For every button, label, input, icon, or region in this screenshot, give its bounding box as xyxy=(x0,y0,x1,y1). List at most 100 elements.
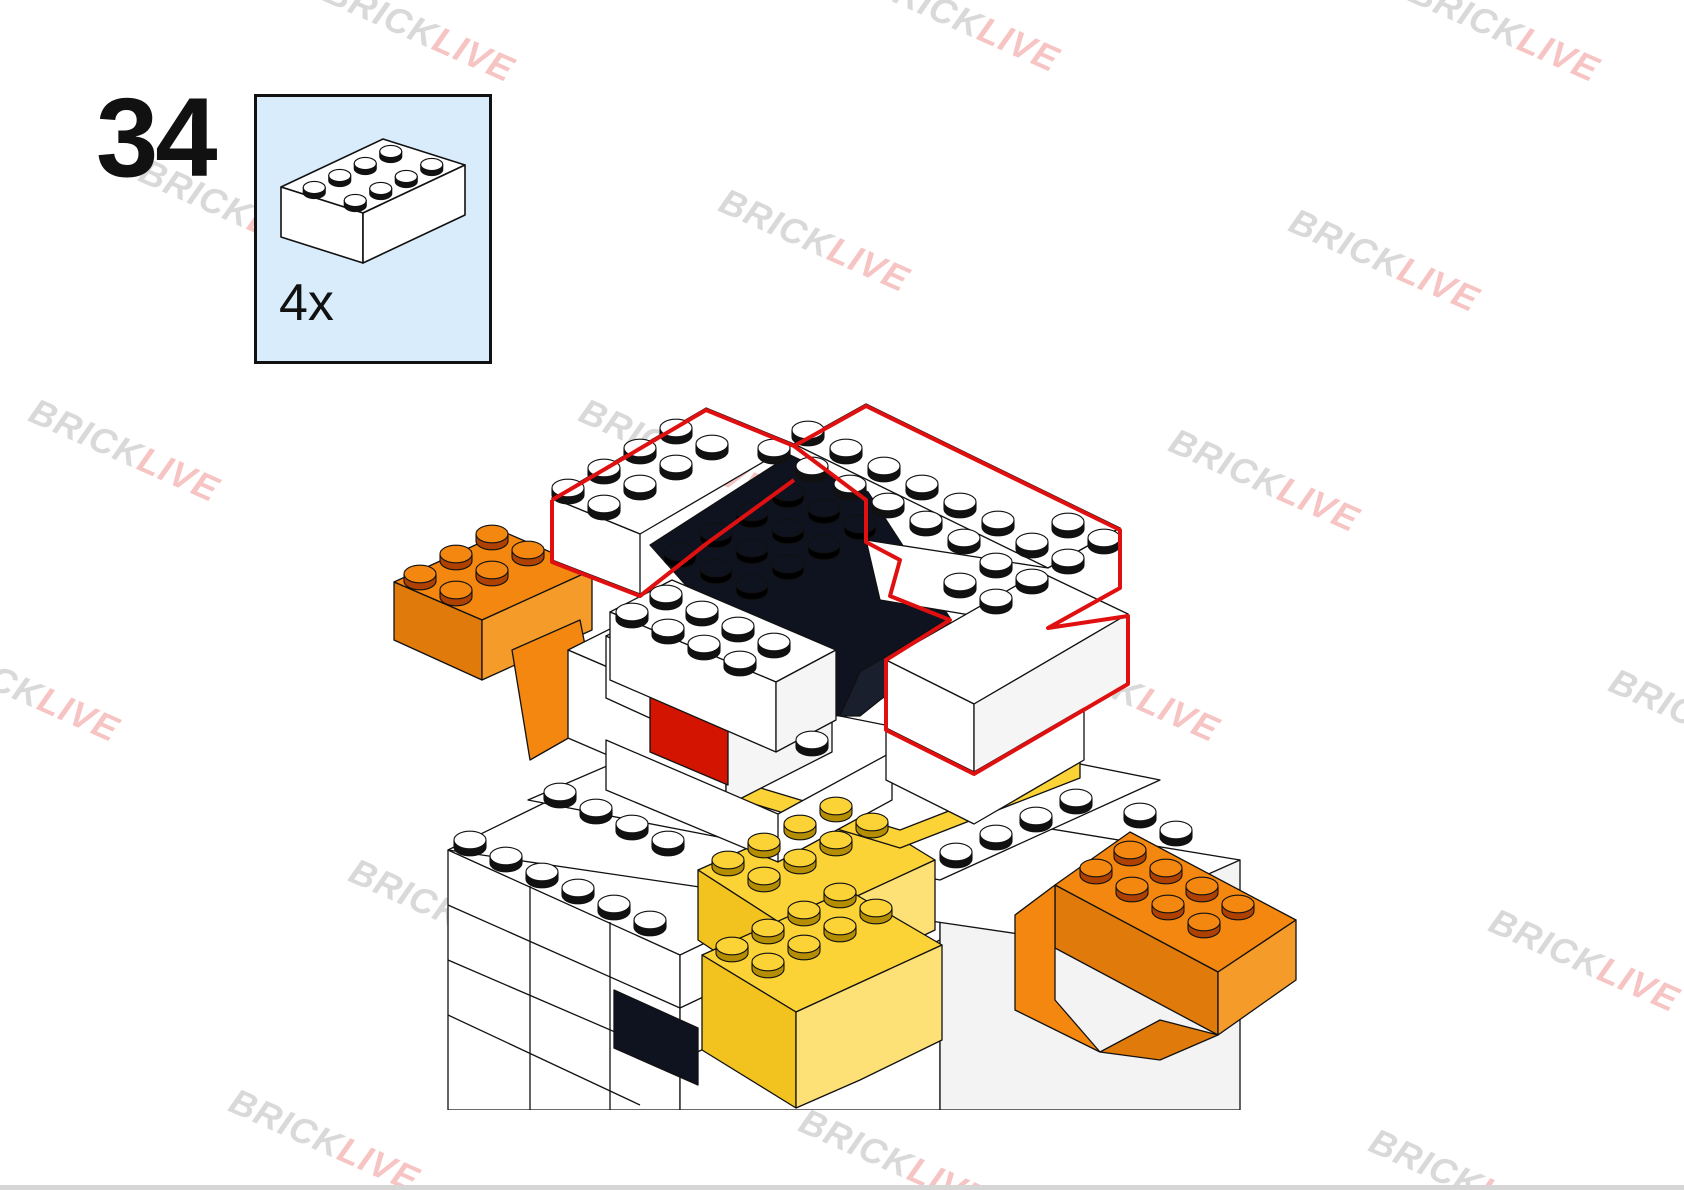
model-stud xyxy=(633,910,667,930)
part-quantity: 4x xyxy=(279,274,334,332)
model-stud xyxy=(587,494,621,514)
model-stud xyxy=(651,830,685,850)
parts-callout: 4x xyxy=(254,94,492,364)
model-stud xyxy=(979,824,1013,844)
model-stud xyxy=(1151,894,1185,914)
model-stud xyxy=(829,438,863,458)
model-stud xyxy=(771,518,805,538)
model-stud xyxy=(1059,788,1093,808)
model-stud xyxy=(823,882,857,902)
model-stud xyxy=(489,846,523,866)
model-stud xyxy=(1079,858,1113,878)
model-stud xyxy=(615,814,649,834)
model-stud xyxy=(721,616,755,636)
model-stud xyxy=(981,510,1015,530)
model-stud xyxy=(1159,820,1193,840)
model-stud xyxy=(735,574,769,594)
model-stud xyxy=(699,522,733,542)
model-stud xyxy=(597,894,631,914)
model-stud xyxy=(711,850,745,870)
model-stud xyxy=(735,538,769,558)
white-brick-2x4-icon xyxy=(280,138,466,264)
model-stud xyxy=(1149,858,1183,878)
model-stud xyxy=(561,878,595,898)
parts-stud xyxy=(379,144,403,159)
model-stud xyxy=(979,552,1013,572)
model-stud xyxy=(943,572,977,592)
model-stud xyxy=(453,830,487,850)
model-stud xyxy=(551,478,585,498)
model-stud xyxy=(807,534,841,554)
model-stud xyxy=(905,474,939,494)
model-stud xyxy=(943,492,977,512)
model-stud xyxy=(579,798,613,818)
model-stud xyxy=(751,952,785,972)
model-stud xyxy=(783,814,817,834)
model-stud xyxy=(1115,876,1149,896)
model-stud xyxy=(525,862,559,882)
black-tile-front xyxy=(613,989,699,1086)
model-stud xyxy=(1015,532,1049,552)
page-bottom-edge xyxy=(0,1185,1684,1190)
model-stud xyxy=(1187,912,1221,932)
step-number: 34 xyxy=(96,75,218,200)
model-stud xyxy=(475,524,509,544)
model-stud xyxy=(1051,512,1085,532)
model-stud xyxy=(871,492,905,512)
parts-stud xyxy=(302,180,326,195)
model-stud xyxy=(947,528,981,548)
model-stud xyxy=(685,600,719,620)
model-stud xyxy=(757,632,791,652)
model-stud xyxy=(615,602,649,622)
model-stud xyxy=(909,510,943,530)
model-stud xyxy=(783,848,817,868)
model-stud xyxy=(787,934,821,954)
model-stud xyxy=(819,830,853,850)
model-stud xyxy=(1015,568,1049,588)
model-stud xyxy=(439,580,473,600)
parts-stud xyxy=(420,157,444,172)
model-stud xyxy=(867,456,901,476)
parts-stud xyxy=(369,181,393,196)
model-stud xyxy=(807,498,841,518)
model-stud xyxy=(823,916,857,936)
parts-stud xyxy=(353,156,377,171)
highlight-outline xyxy=(550,404,1130,776)
model-stud xyxy=(795,730,829,750)
model-stud xyxy=(659,454,693,474)
model-stud xyxy=(843,514,877,534)
model-stud xyxy=(819,796,853,816)
model-stud xyxy=(787,900,821,920)
model-stud xyxy=(475,560,509,580)
parts-stud xyxy=(343,193,367,208)
model-stud xyxy=(543,782,577,802)
model-stud xyxy=(979,588,1013,608)
model-stud xyxy=(1123,802,1157,822)
model-studs xyxy=(403,418,1255,979)
model-stud xyxy=(1087,528,1121,548)
model-stud xyxy=(687,634,721,654)
model-stud xyxy=(939,842,973,862)
model-stud xyxy=(439,544,473,564)
model-stud xyxy=(747,866,781,886)
model-stud xyxy=(1019,806,1053,826)
model-stud xyxy=(771,554,805,574)
model-stud xyxy=(695,434,729,454)
model-stud xyxy=(651,618,685,638)
model-stud xyxy=(1185,876,1219,896)
model-stud xyxy=(699,558,733,578)
model-stud xyxy=(751,918,785,938)
parts-stud xyxy=(394,169,418,184)
model-stud xyxy=(1113,840,1147,860)
model-stud xyxy=(1051,548,1085,568)
model-stud xyxy=(723,650,757,670)
model-stud xyxy=(511,540,545,560)
parts-stud xyxy=(328,168,352,183)
model-stud xyxy=(403,564,437,584)
model-stud xyxy=(623,474,657,494)
model-stud xyxy=(649,584,683,604)
model-stud xyxy=(859,898,893,918)
model-stud xyxy=(855,812,889,832)
